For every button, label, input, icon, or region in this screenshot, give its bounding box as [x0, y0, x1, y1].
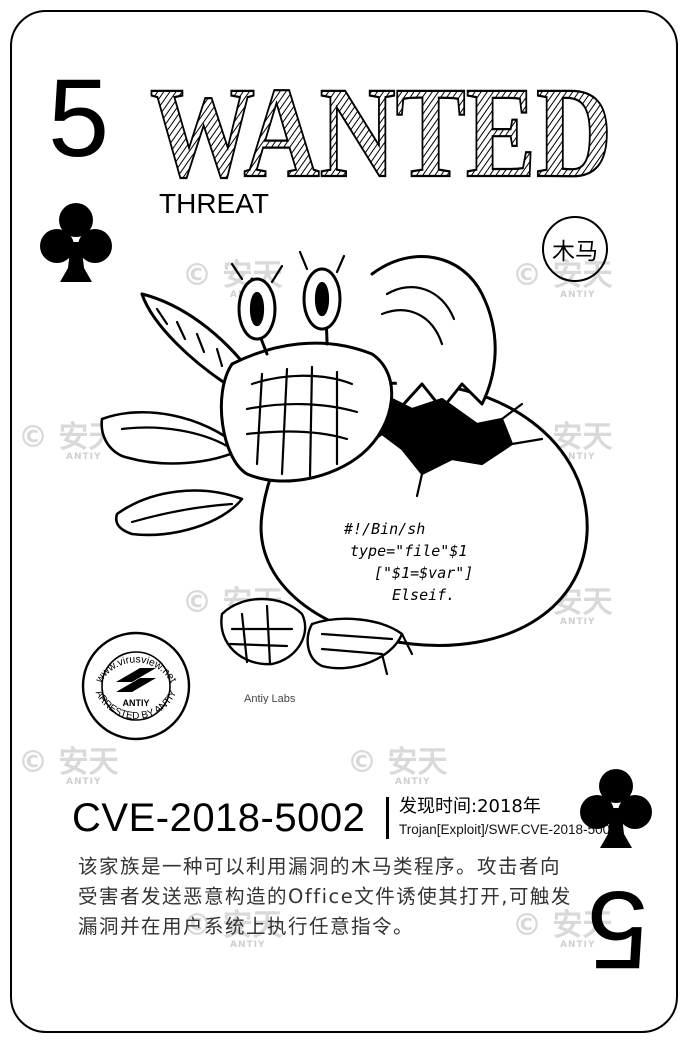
found-time: 发现时间:2018年: [399, 796, 541, 817]
card-rank-bottom: 5: [587, 868, 649, 991]
arrested-stamp: www.virusview.net ARRESTED BY ANTIY ANTI…: [81, 631, 191, 741]
script-line: Elseif.: [392, 586, 455, 604]
illustration-credit: Antiy Labs: [244, 693, 296, 704]
svg-text:ANTIY: ANTIY: [123, 698, 150, 708]
script-line: #!/Bin/sh: [343, 520, 425, 538]
threat-description: 该家族是一种可以利用漏洞的木马类程序。攻击者向受害者发送恶意构造的Office文…: [78, 855, 572, 938]
script-line: type="file"$1: [350, 542, 467, 560]
malware-family: Trojan[Exploit]/SWF.CVE-2018-5002: [399, 822, 618, 837]
wanted-title: WANTED: [149, 64, 613, 192]
antiy-logo-icon: [116, 668, 156, 692]
script-line: ["$1=$var"]: [374, 564, 473, 582]
threat-label: THREAT: [159, 188, 269, 219]
club-icon: [580, 769, 652, 848]
cve-id: CVE-2018-5002: [72, 796, 366, 840]
club-icon: [40, 203, 112, 282]
type-badge: 木马: [542, 216, 608, 282]
divider: [386, 797, 389, 839]
card-rank-top: 5: [48, 57, 110, 180]
svg-text:WANTED: WANTED: [150, 64, 612, 192]
monster-illustration: #!/Bin/sh type="file"$1 ["$1=$var"] Else…: [100, 250, 589, 704]
